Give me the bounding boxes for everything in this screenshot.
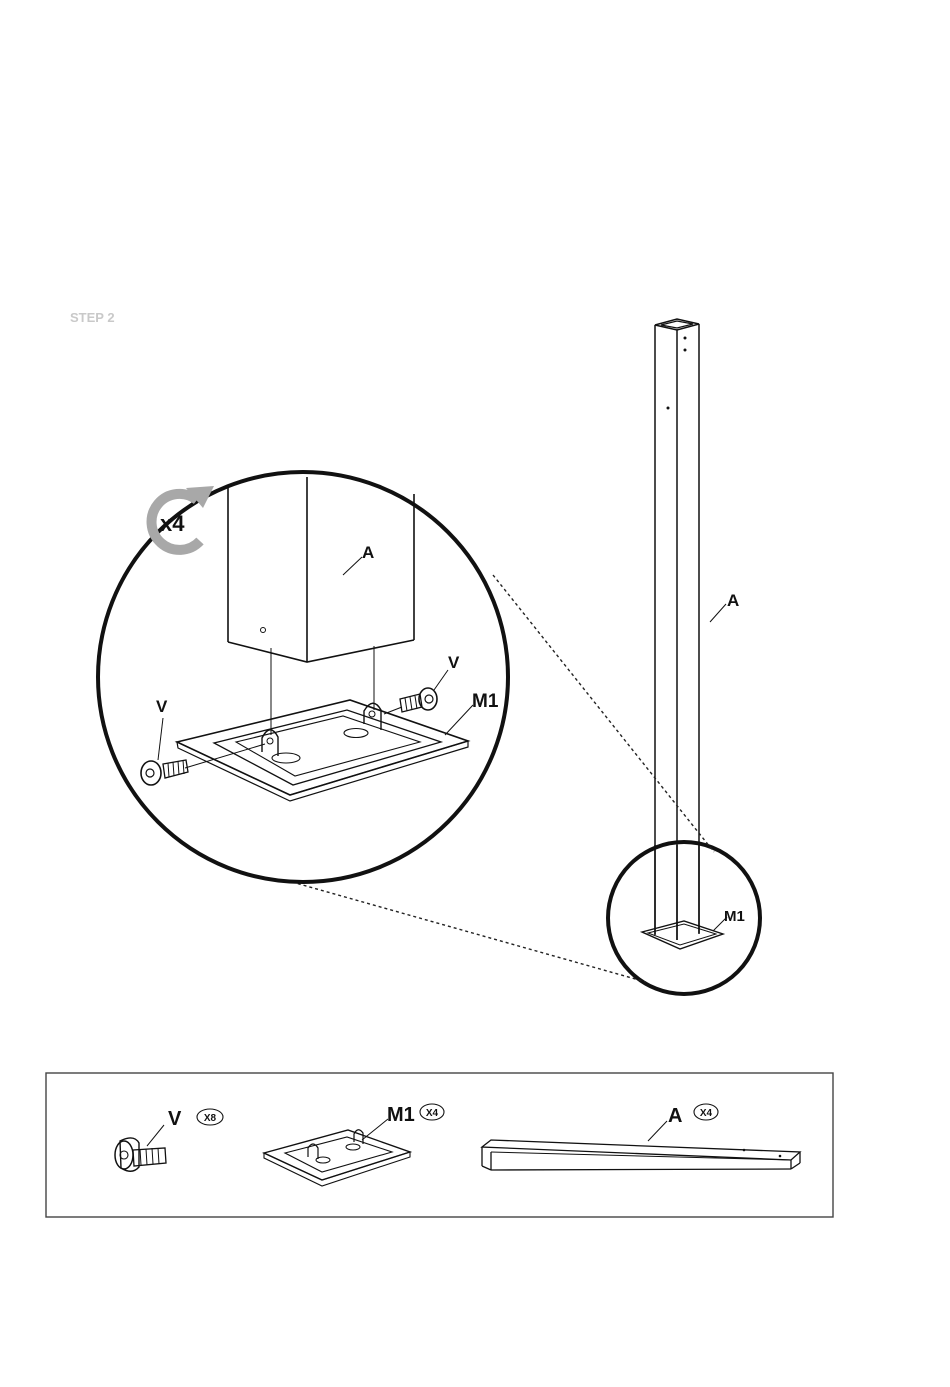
overview-leg: A [655,319,739,940]
part-m1-qty: X4 [426,1108,439,1119]
zoom-connector-bottom [292,882,646,982]
parts-box: V X8 M1 X4 [46,1073,833,1217]
overview-leg-label: A [727,591,739,610]
part-a-label: A [668,1105,682,1127]
zoom-connector-top [493,575,714,852]
overview-bracket-label: M1 [724,908,745,925]
part-v-label: V [168,1108,182,1130]
part-a-qty: X4 [700,1108,713,1119]
detail-screw-left-label: V [156,697,168,716]
detail-bracket-label: M1 [472,691,499,712]
part-m1-label: M1 [387,1104,415,1126]
rotation-badge-text: x4 [160,511,185,536]
step-heading: STEP 2 [70,310,115,325]
part-v-qty: X8 [204,1113,217,1124]
detail-screw-right-label: V [448,653,460,672]
overview-zoom-circle: M1 [608,842,760,994]
detail-leg-label: A [362,543,374,562]
